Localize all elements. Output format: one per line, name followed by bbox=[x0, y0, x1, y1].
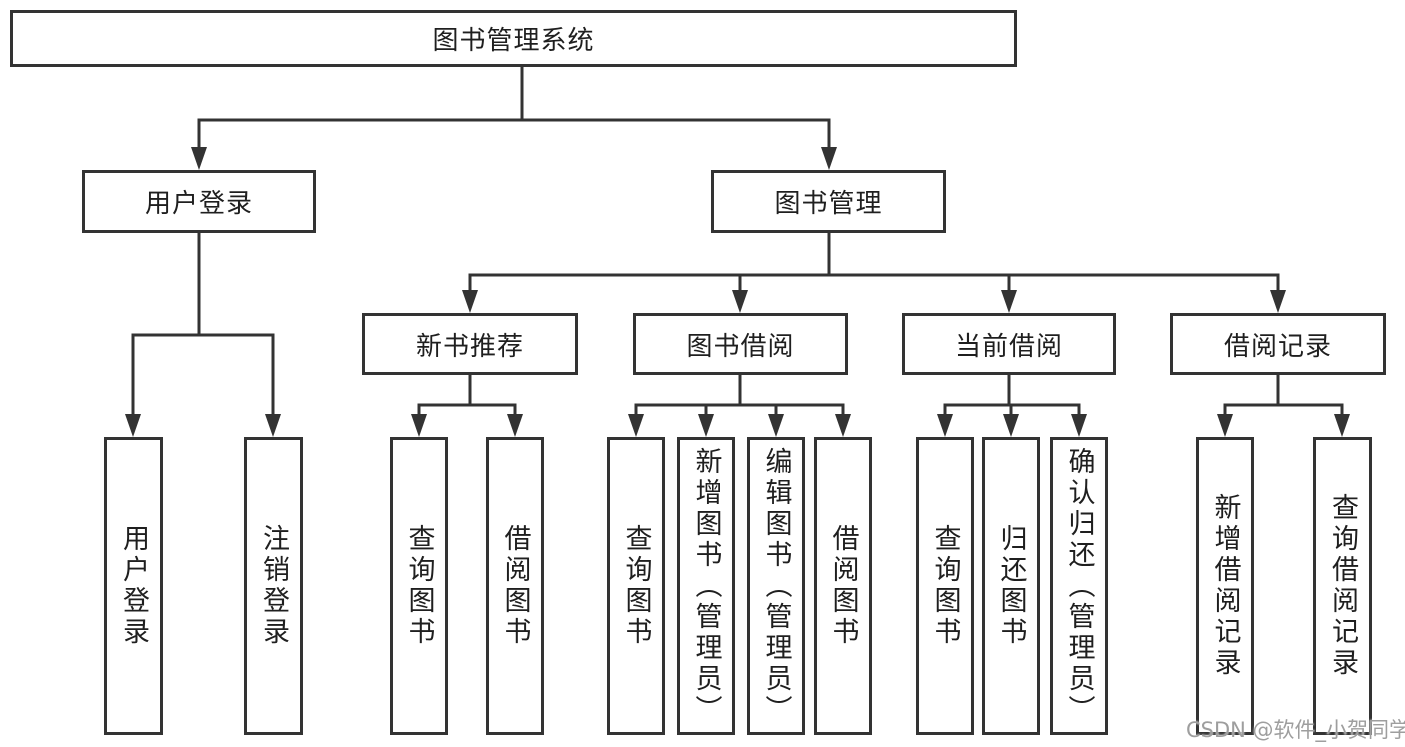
wire-root-to-level2 bbox=[197, 65, 831, 152]
wire-user-login-children bbox=[131, 231, 275, 420]
leaf-label: 查询借阅记录 bbox=[1327, 493, 1358, 679]
node-borrowing-records: 借阅记录 bbox=[1170, 313, 1386, 375]
csdn-watermark: CSDN @软件_小贺同学 bbox=[1186, 718, 1405, 742]
leaf-label: 注销登录 bbox=[258, 524, 289, 648]
node-user-login: 用户登录 bbox=[82, 170, 316, 233]
leaf-label: 查询图书 bbox=[620, 524, 652, 648]
node-leaf-query-books-recommend: 查询图书 bbox=[390, 437, 448, 735]
leaf-label: 查询图书 bbox=[929, 524, 961, 648]
wire-current-borrowing-children bbox=[943, 373, 1081, 420]
node-leaf-edit-books-admin: 编辑图书（管理员） bbox=[747, 437, 805, 735]
leaf-label: 编辑图书（管理员） bbox=[760, 446, 792, 726]
wire-book-borrowing-children bbox=[634, 373, 845, 420]
leaf-label: 查询图书 bbox=[403, 524, 435, 648]
node-leaf-query-borrow-record: 查询借阅记录 bbox=[1313, 437, 1372, 735]
node-leaf-add-books-admin: 新增图书（管理员） bbox=[677, 437, 735, 735]
node-leaf-query-books-current: 查询图书 bbox=[916, 437, 974, 735]
leaf-label: 新增图书（管理员） bbox=[690, 446, 722, 726]
leaf-label: 借阅图书 bbox=[499, 524, 531, 648]
node-leaf-user-login: 用户登录 bbox=[104, 437, 163, 735]
node-book-management: 图书管理 bbox=[711, 170, 946, 233]
node-new-book-recommend: 新书推荐 bbox=[362, 313, 578, 375]
wire-new-book-recommend-children bbox=[417, 373, 517, 420]
leaf-label: 确认归还（管理员） bbox=[1063, 446, 1095, 726]
node-leaf-confirm-return-admin: 确认归还（管理员） bbox=[1050, 437, 1108, 735]
leaf-label: 借阅图书 bbox=[827, 524, 859, 648]
node-leaf-logout: 注销登录 bbox=[244, 437, 303, 735]
node-leaf-borrow-books-recommend: 借阅图书 bbox=[486, 437, 544, 735]
node-book-borrowing: 图书借阅 bbox=[633, 313, 848, 375]
leaf-label: 用户登录 bbox=[118, 524, 149, 648]
wire-book-management-children bbox=[468, 231, 1280, 296]
node-leaf-add-borrow-record: 新增借阅记录 bbox=[1196, 437, 1254, 735]
leaf-label: 新增借阅记录 bbox=[1209, 493, 1241, 679]
node-current-borrowing: 当前借阅 bbox=[902, 313, 1116, 375]
node-leaf-query-books-borrowing: 查询图书 bbox=[607, 437, 665, 735]
node-leaf-borrow-books: 借阅图书 bbox=[814, 437, 872, 735]
leaf-label: 归还图书 bbox=[995, 524, 1027, 648]
wire-borrowing-records-children bbox=[1223, 373, 1344, 420]
node-library-management-system: 图书管理系统 bbox=[10, 10, 1017, 67]
node-leaf-return-books: 归还图书 bbox=[982, 437, 1040, 735]
